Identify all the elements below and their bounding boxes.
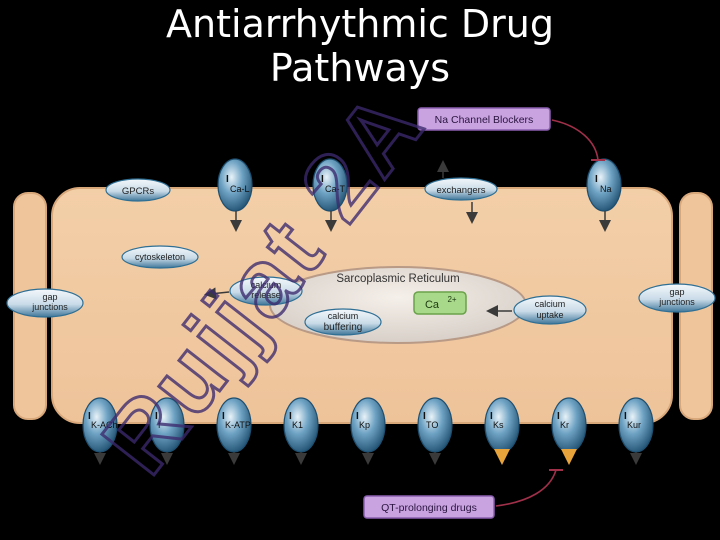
calcium-buffering-line1: calcium bbox=[328, 311, 359, 321]
channel-to: ITO bbox=[417, 397, 453, 465]
gap-junction-right: gap junctions bbox=[638, 283, 716, 313]
channel-kp: IKp bbox=[350, 397, 386, 465]
cytoskeleton-pill: cytoskeleton bbox=[121, 245, 199, 269]
channel-main-label: I bbox=[289, 411, 292, 422]
channel-ks: IKs bbox=[484, 397, 520, 465]
qt-prolonging-label: QT-prolonging drugs bbox=[381, 502, 477, 514]
channel-k-ach: IK-ACh bbox=[82, 397, 118, 465]
channel-kr: IKr bbox=[551, 397, 587, 465]
gap-right-line2: junctions bbox=[658, 297, 695, 307]
calcium-box bbox=[413, 291, 467, 315]
calcium-release-line1: calcium bbox=[251, 280, 282, 290]
qt-prolonging-callout: QT-prolonging drugs bbox=[363, 495, 495, 519]
channel-main-label: I bbox=[88, 411, 91, 422]
qt-prolonging-arrow bbox=[495, 469, 557, 507]
channel-sub-label: Ks bbox=[493, 420, 504, 430]
cytoskeleton-label: cytoskeleton bbox=[135, 252, 185, 262]
gap-right-line1: gap bbox=[669, 287, 684, 297]
channel-main-label: I bbox=[490, 411, 493, 422]
channel-main-label: I bbox=[557, 411, 560, 422]
svg-text:I: I bbox=[226, 174, 229, 185]
channel-main-label: I bbox=[222, 411, 225, 422]
channel-ica-t: I Ca-T bbox=[312, 158, 348, 212]
calcium-buffering-pill: calcium buffering bbox=[304, 308, 382, 336]
channel-sub-label: Kp bbox=[359, 420, 370, 430]
gap-left-line2: junctions bbox=[31, 302, 68, 312]
channel-main-label: I bbox=[356, 411, 359, 422]
calcium-label: Ca bbox=[425, 299, 440, 311]
channel-sub-label: f bbox=[158, 420, 161, 430]
na-channel-blockers-callout: Na Channel Blockers bbox=[417, 107, 551, 131]
gpcrs-label: GPCRs bbox=[122, 186, 154, 197]
channel-main-label: I bbox=[423, 411, 426, 422]
calcium-uptake-line1: calcium bbox=[535, 299, 566, 309]
channel-main-label: I bbox=[155, 411, 158, 422]
channel-f: If bbox=[149, 397, 185, 465]
channel-sub-label: K1 bbox=[292, 420, 303, 430]
svg-text:I: I bbox=[321, 174, 324, 185]
title-line-2: Pathways bbox=[269, 46, 451, 90]
calcium-release-pill: calcium release bbox=[229, 276, 303, 306]
channel-k-atp: IK-ATP bbox=[216, 397, 252, 465]
gpcrs-pill: GPCRs bbox=[105, 178, 171, 202]
channel-ina: I Na bbox=[586, 158, 622, 212]
exchangers-pill: exchangers bbox=[424, 177, 498, 201]
calcium-buffering-line2: buffering bbox=[324, 322, 363, 333]
channel-sub-label: Kr bbox=[560, 420, 569, 430]
svg-text:Na: Na bbox=[600, 184, 612, 194]
release-arrow bbox=[204, 287, 230, 300]
channel-sub-label: K-ATP bbox=[225, 420, 251, 430]
title-line-1: Antiarrhythmic Drug bbox=[166, 2, 554, 46]
gap-junction-left: gap junctions bbox=[6, 288, 84, 318]
calcium-uptake-line2: uptake bbox=[536, 310, 563, 320]
channel-main-label: I bbox=[624, 411, 627, 422]
svg-text:Ca-L: Ca-L bbox=[230, 184, 250, 194]
na-blockers-arrow bbox=[551, 119, 599, 161]
svg-text:Ca-T: Ca-T bbox=[325, 184, 346, 194]
calcium-charge: 2+ bbox=[447, 295, 456, 304]
channel-sub-label: K-ACh bbox=[91, 420, 118, 430]
page-title: Antiarrhythmic Drug Pathways bbox=[0, 2, 720, 90]
channel-ica-l: I Ca-L bbox=[217, 158, 253, 212]
calcium-release-line2: release bbox=[251, 290, 281, 300]
svg-text:I: I bbox=[595, 174, 598, 185]
channel-k1: IK1 bbox=[283, 397, 319, 465]
exchangers-label: exchangers bbox=[436, 185, 485, 196]
na-blockers-label: Na Channel Blockers bbox=[435, 114, 534, 126]
drug-target-marker bbox=[494, 449, 510, 465]
sr-title: Sarcoplasmic Reticulum bbox=[336, 273, 459, 285]
gap-left-line1: gap bbox=[42, 292, 57, 302]
channel-sub-label: Kur bbox=[627, 420, 641, 430]
drug-target-marker bbox=[561, 449, 577, 465]
channel-sub-label: TO bbox=[426, 420, 438, 430]
calcium-uptake-pill: calcium uptake bbox=[513, 295, 587, 325]
